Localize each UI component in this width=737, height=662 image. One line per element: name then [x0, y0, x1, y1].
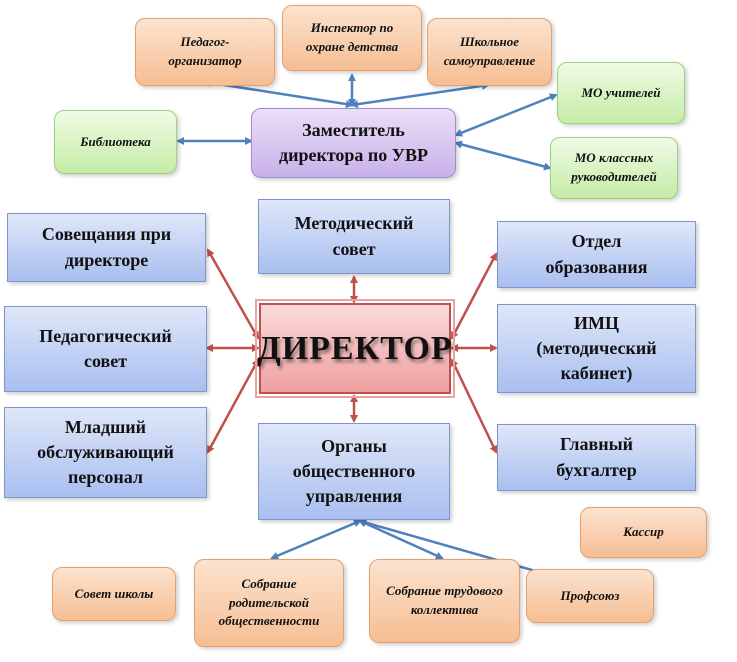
node-deputy-director: Заместитель директора по УВР: [251, 108, 456, 178]
arrow-public-union: [358, 518, 562, 581]
node-methodical-council: Методический совет: [258, 199, 450, 274]
arrow-deputy-selfgov: [350, 81, 490, 109]
node-labor-assembly: Собрание трудового коллектива: [369, 559, 520, 643]
arrow-director-meetings: [206, 248, 260, 340]
node-school-council: Совет школы: [52, 567, 176, 621]
node-mo-class-leaders: МО классных руководителей: [550, 137, 678, 199]
node-chief-accountant: Главный бухгалтер: [497, 424, 696, 491]
arrow-deputy-mo-teachers: [454, 93, 558, 137]
node-cashier: Кассир: [580, 507, 707, 558]
arrow-public-parents: [270, 519, 362, 560]
node-library: Библиотека: [54, 110, 177, 174]
arrow-director-junior: [206, 358, 260, 454]
node-director-meetings: Совещания при директоре: [7, 213, 206, 282]
node-mo-teachers: МО учителей: [557, 62, 685, 124]
node-union: Профсоюз: [526, 569, 654, 623]
node-ped-organizer: Педагог- организатор: [135, 18, 275, 86]
node-public-bodies: Органы общественного управления: [258, 423, 450, 520]
node-education-dept: Отдел образования: [497, 221, 696, 288]
node-parent-assembly: Собрание родительской общественности: [194, 559, 344, 647]
node-self-government: Школьное самоуправление: [427, 18, 552, 86]
arrow-director-education: [450, 252, 498, 340]
arrow-public-labor: [358, 519, 444, 560]
node-director: ДИРЕКТОР: [255, 299, 455, 398]
node-junior-staff: Младший обслуживающий персонал: [4, 407, 207, 498]
node-imc: ИМЦ (методический кабинет): [497, 304, 696, 393]
node-pedagogical-council: Педагогический совет: [4, 306, 207, 392]
node-child-inspector: Инспектор по охране детства: [282, 5, 422, 71]
arrow-deputy-mo-leaders: [454, 140, 552, 171]
arrow-director-accountant: [450, 358, 498, 454]
